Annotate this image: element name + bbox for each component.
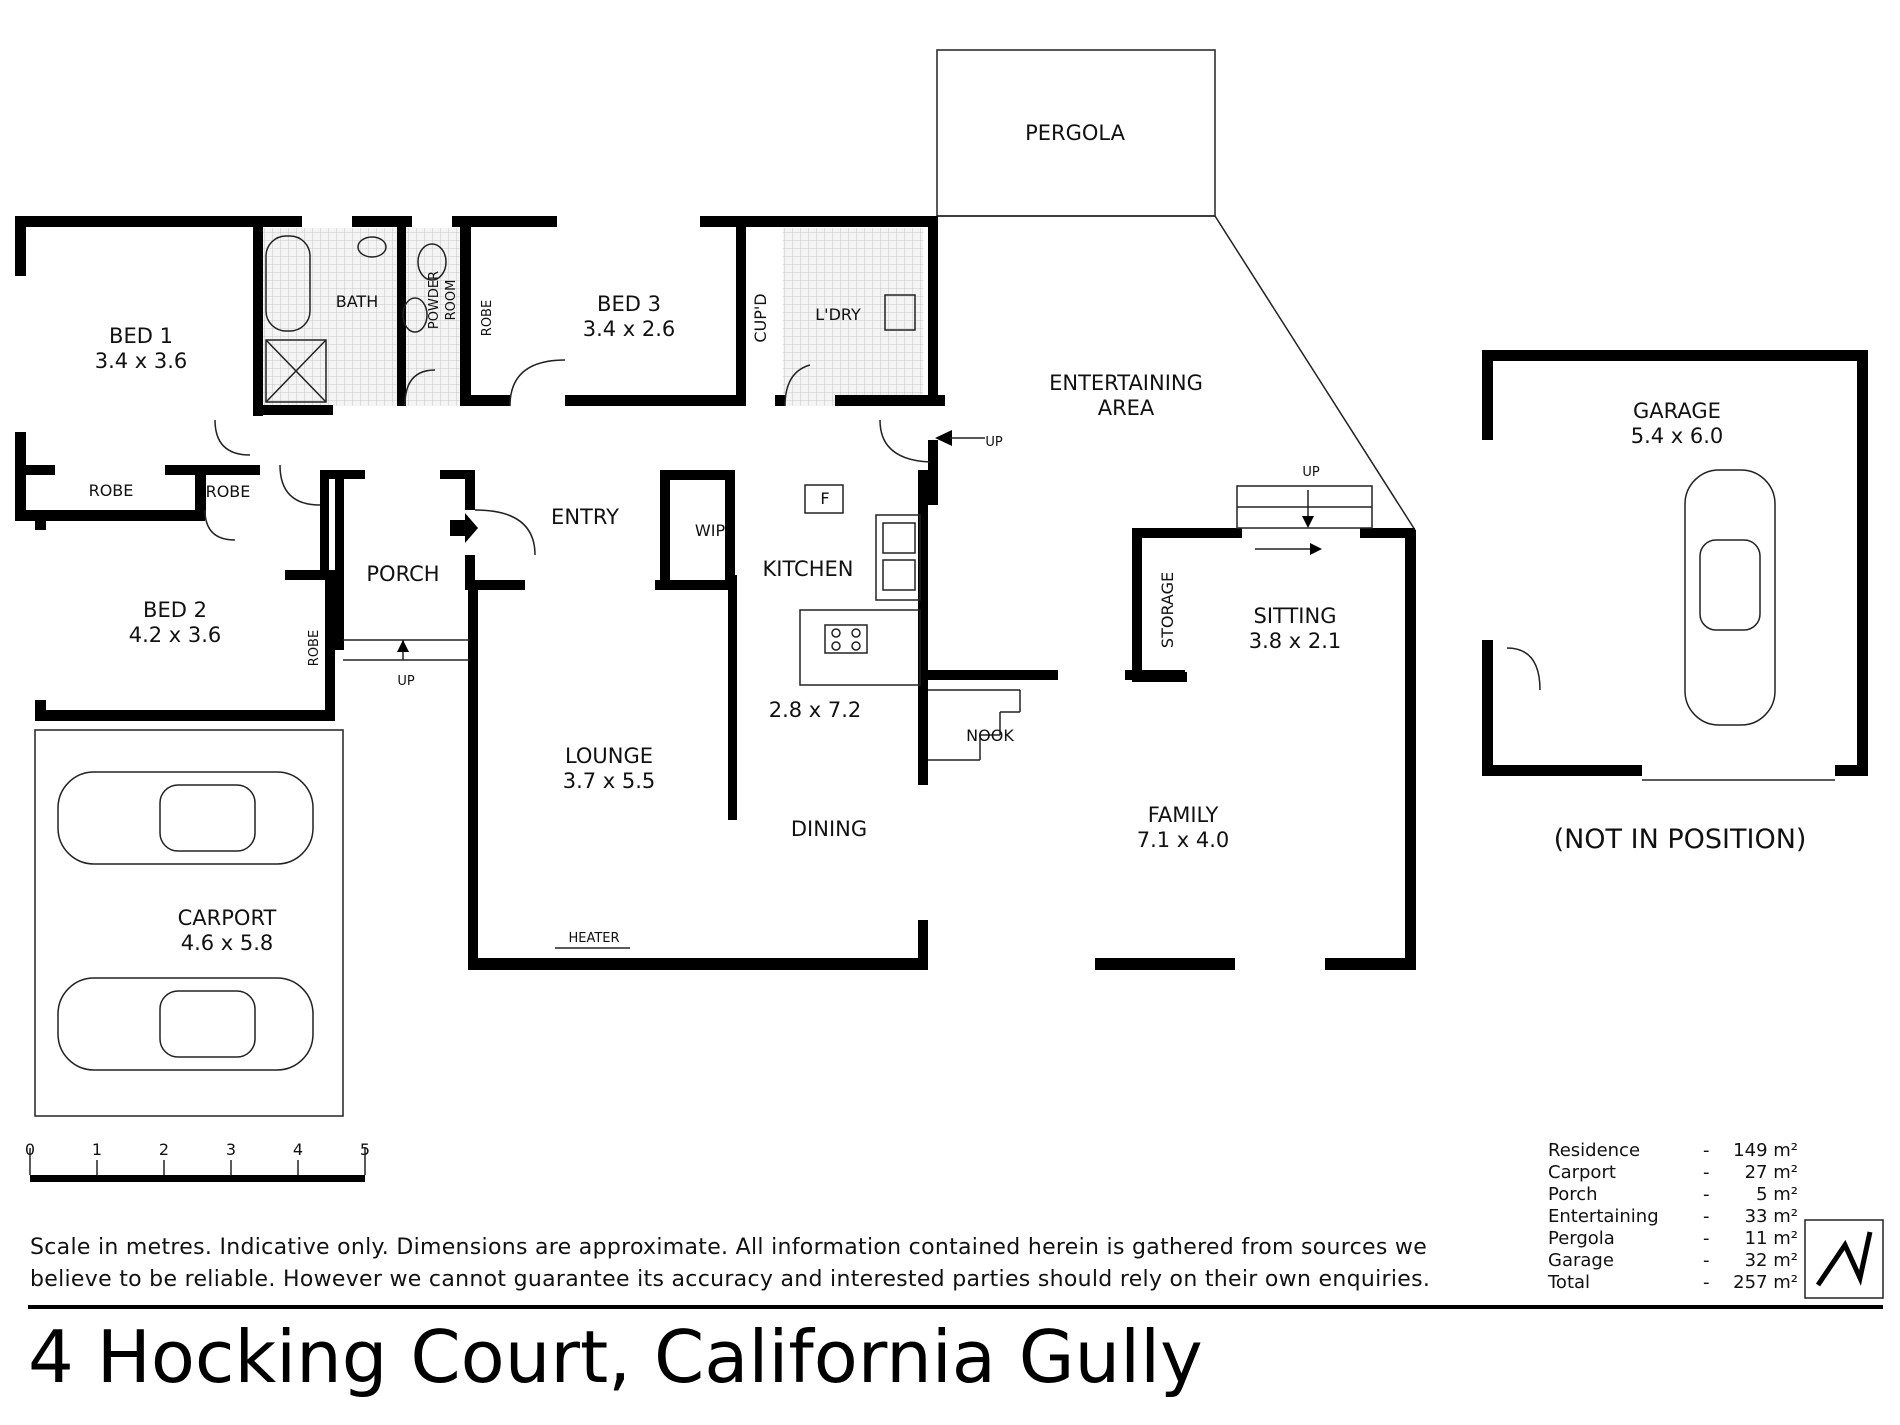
area-name: Entertaining [1548,1206,1659,1227]
area-dash: - [1703,1162,1710,1183]
scale-bar: 0 1 2 3 4 5 [25,1140,370,1182]
heater-label: HEATER [568,931,619,946]
area-dash: - [1703,1272,1710,1293]
area-value: 32 m² [1744,1250,1798,1271]
scale-tick-3: 3 [226,1140,236,1159]
area-row: Pergola - 11 m² [1548,1228,1798,1250]
wip-label: WIP [695,521,726,540]
up-arrow-icon [935,430,952,446]
carport-size: 4.6 x 5.8 [181,931,274,955]
north-arrow-icon [1804,1219,1884,1299]
cupboard-label: CUP'D [751,293,770,342]
kitchen-label: KITCHEN [763,557,854,581]
carport-cars [57,771,314,1071]
right-arrow-icon-sitting [1310,543,1322,555]
area-name: Carport [1548,1162,1616,1183]
interior-lines [204,235,1541,949]
carport-label: CARPORT [178,906,277,930]
kitchen-size: 2.8 x 7.2 [769,698,862,722]
powder-room-label-2: ROOM [444,280,459,321]
bed3-label: BED 3 [597,292,661,316]
entry-label: ENTRY [551,505,619,529]
area-value: 33 m² [1744,1206,1798,1227]
sitting-size: 3.8 x 2.1 [1249,629,1342,653]
area-name: Garage [1548,1250,1614,1271]
scale-tick-0: 0 [25,1140,35,1159]
up-label-hall: UP [985,435,1003,450]
pergola-label: PERGOLA [1025,121,1126,145]
scale-tick-2: 2 [159,1140,169,1159]
porch-label: PORCH [366,562,439,586]
sitting-label: SITTING [1254,604,1337,628]
area-value: 27 m² [1744,1162,1798,1183]
bath-label: BATH [336,292,378,311]
area-row: Garage - 32 m² [1548,1250,1798,1272]
area-row: Entertaining - 33 m² [1548,1206,1798,1228]
entertaining-label-1: ENTERTAINING [1049,371,1203,395]
area-name: Porch [1548,1184,1598,1205]
hall-robe-label: ROBE [206,482,251,501]
bed3-robe-label: ROBE [480,300,495,336]
lounge-size: 3.7 x 5.5 [563,769,656,793]
scale-tick-4: 4 [293,1140,303,1159]
area-name: Pergola [1548,1228,1615,1249]
footer-divider [28,1305,1883,1309]
laundry-label: L'DRY [815,305,861,324]
garage-label: GARAGE [1633,399,1721,423]
area-row: Carport - 27 m² [1548,1162,1798,1184]
scale-tick-1: 1 [92,1140,102,1159]
entertaining-outline [937,215,1416,531]
family-size: 7.1 x 4.0 [1137,828,1230,852]
area-value: 149 m² [1733,1140,1798,1161]
area-name: Residence [1548,1140,1641,1161]
bed2-size: 4.2 x 3.6 [129,623,222,647]
family-label: FAMILY [1148,803,1219,827]
area-dash: - [1703,1228,1710,1249]
garage [1482,350,1868,781]
carport-outline [34,729,344,1117]
area-dash: - [1703,1140,1710,1161]
area-value: 11 m² [1744,1228,1798,1249]
bed2-label: BED 2 [143,598,207,622]
garage-size: 5.4 x 6.0 [1631,424,1724,448]
area-row: Total - 257 m² [1548,1272,1798,1294]
disclaimer-line-2: believe to be reliable. However we canno… [30,1267,1431,1292]
disclaimer: Scale in metres. Indicative only. Dimens… [30,1232,1510,1296]
walls [15,216,1416,970]
area-dash: - [1703,1250,1710,1271]
storage-label: STORAGE [1158,572,1177,648]
fridge-label: F [820,489,829,508]
disclaimer-line-1: Scale in metres. Indicative only. Dimens… [30,1235,1428,1260]
area-row: Residence - 149 m² [1548,1140,1798,1162]
up-arrow-icon-sitting [1302,516,1314,528]
up-arrow-icon-porch [397,640,409,652]
area-name: Total [1548,1272,1591,1293]
bed1-label: BED 1 [109,324,173,348]
not-in-position-note: (NOT IN POSITION) [1554,824,1807,855]
up-label-porch: UP [397,674,415,689]
area-dash: - [1703,1184,1710,1205]
dining-label: DINING [791,817,867,841]
laundry-tiles [783,228,923,406]
area-schedule: Residence - 149 m² Carport - 27 m² Porch - 5 m… [1548,1140,1798,1294]
nook-label: NOOK [966,726,1014,745]
area-dash: - [1703,1206,1710,1227]
area-value: 257 m² [1733,1272,1798,1293]
bed1-size: 3.4 x 3.6 [95,349,188,373]
bed2-robe-label: ROBE [307,630,322,666]
property-address: 4 Hocking Court, California Gully [28,1315,1203,1399]
powder-room-label-1: POWDER [427,271,442,329]
bath-tiles [262,228,400,406]
up-label-sitting: UP [1302,465,1320,480]
bed1-robe-label: ROBE [89,481,134,500]
scale-tick-5: 5 [360,1140,370,1159]
area-value: 5 m² [1756,1184,1798,1205]
entry-arrow-icon [450,513,478,543]
entertaining-label-2: AREA [1098,396,1155,420]
bed3-size: 3.4 x 2.6 [583,317,676,341]
lounge-label: LOUNGE [565,744,653,768]
area-row: Porch - 5 m² [1548,1184,1798,1206]
